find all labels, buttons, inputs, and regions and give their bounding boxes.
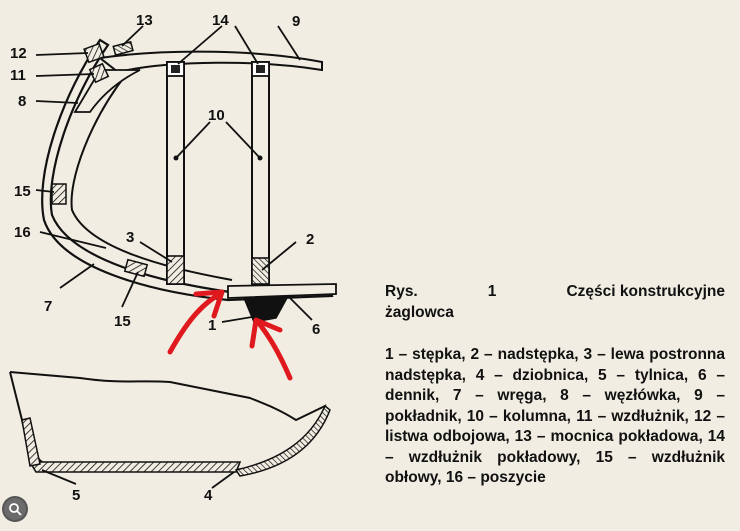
label-15-upper: 15 [14, 183, 31, 200]
caption-title-part1: Części konstrukcyjne [566, 283, 725, 300]
label-1: 1 [208, 317, 216, 334]
label-4: 4 [204, 487, 213, 504]
leader-dots [173, 155, 263, 161]
deck-beam [97, 50, 323, 74]
caption-legend-text: 1 – stępka, 2 – nadstępka, 3 – lewa post… [385, 346, 725, 486]
label-8: 8 [18, 93, 26, 110]
keelson [251, 257, 270, 285]
floor-timber [227, 283, 337, 299]
leader-lines [35, 25, 313, 489]
label-16: 16 [14, 224, 31, 241]
deck-stringer-right-core [256, 65, 265, 73]
stringer-11 [88, 62, 110, 84]
caption-title-row: Rys. 1 Części konstrukcyjne [385, 282, 725, 303]
red-arrow-left [167, 289, 225, 355]
bilge-stringer-lower [123, 258, 149, 278]
rubbing-strake [83, 42, 105, 64]
hull-planking [41, 38, 334, 302]
keel [242, 295, 290, 323]
label-7: 7 [44, 298, 52, 315]
label-15-lower: 15 [114, 313, 131, 330]
caption-number: 1 [487, 283, 497, 300]
label-2: 2 [306, 231, 314, 248]
caption-title-part2: żaglowca [385, 303, 454, 321]
stem [234, 404, 331, 477]
deck-stringer-left-core [171, 65, 180, 73]
knee [73, 69, 141, 113]
label-10: 10 [208, 107, 225, 124]
bilge-stringer-upper [51, 183, 67, 205]
side-keelson [166, 255, 185, 285]
figure-caption: Rys. 1 Części konstrukcyjne żaglowca 1 –… [385, 282, 725, 489]
label-12: 12 [10, 45, 27, 62]
pillar-left [166, 61, 185, 285]
caption-prefix: Rys. [385, 283, 418, 300]
label-5: 5 [72, 487, 80, 504]
label-13: 13 [136, 12, 153, 29]
label-9: 9 [292, 13, 300, 30]
sternpost [21, 417, 41, 467]
label-11: 11 [10, 67, 26, 84]
longitudinal-keel [28, 461, 242, 473]
label-6: 6 [312, 321, 320, 338]
red-arrow-right [249, 317, 293, 381]
label-3: 3 [126, 229, 134, 246]
label-14: 14 [212, 12, 229, 29]
deck-clamp [112, 40, 134, 57]
pillar-right [251, 61, 270, 285]
lens-search-icon[interactable] [4, 498, 26, 520]
